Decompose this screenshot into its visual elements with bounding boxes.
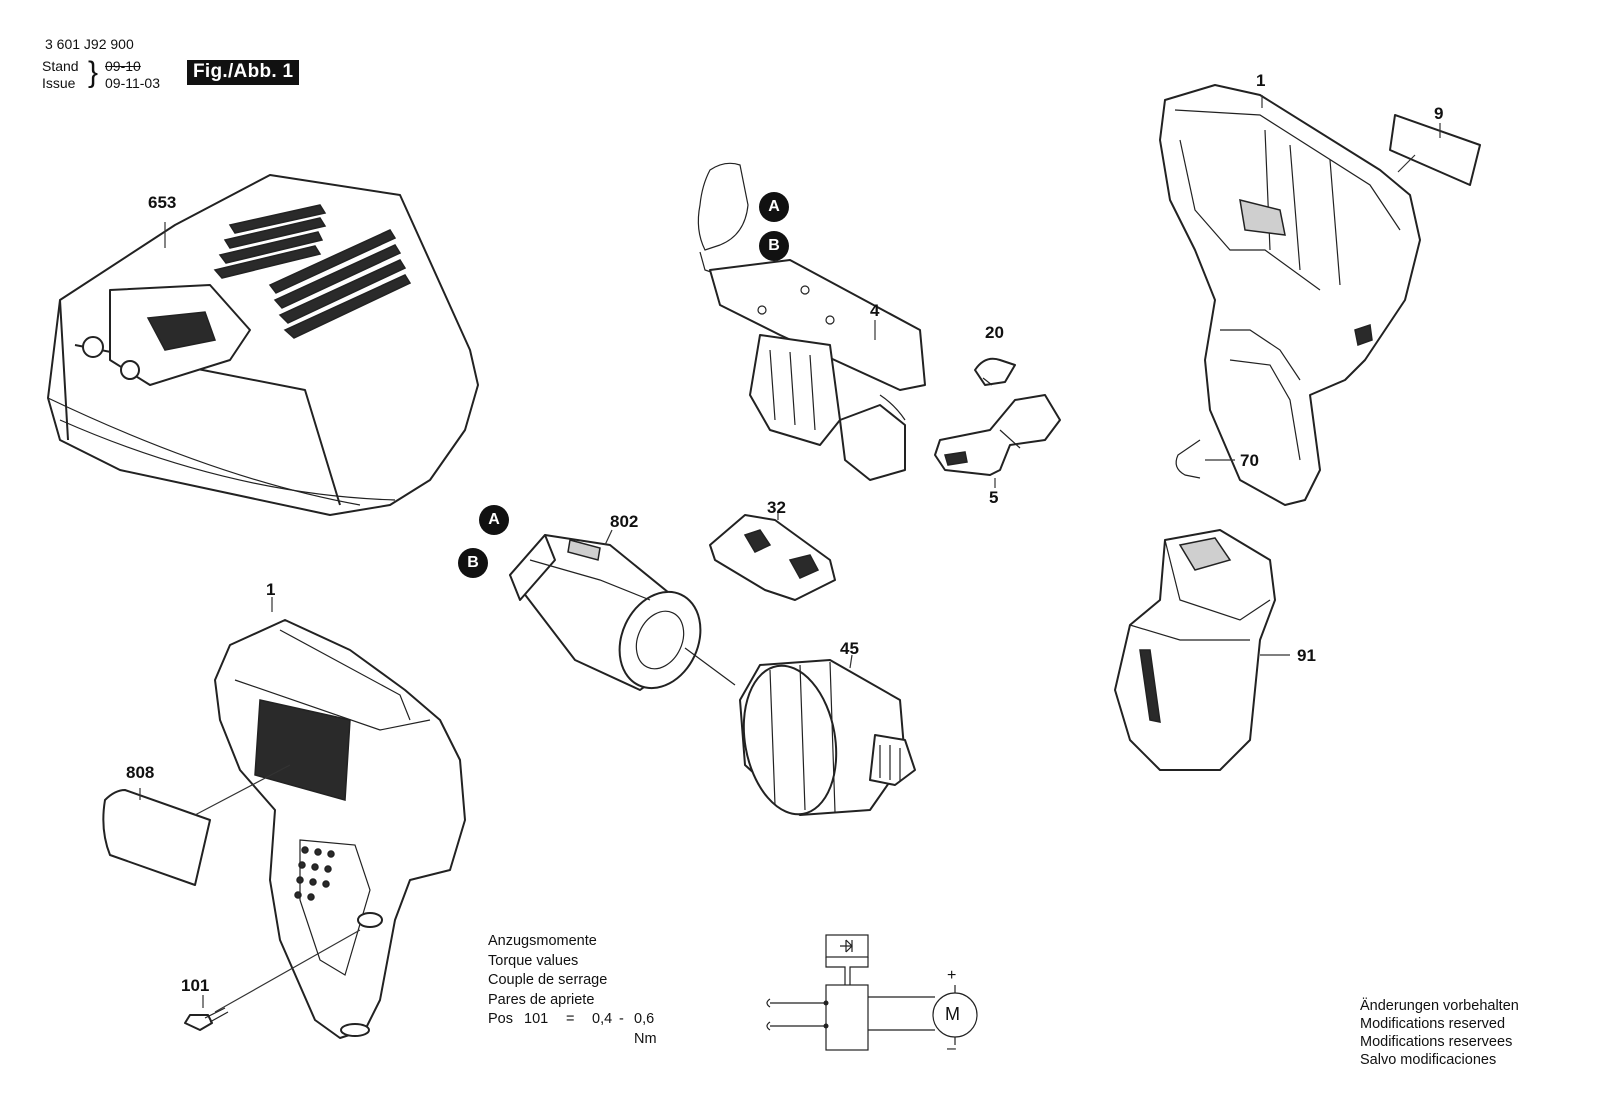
callout-653: 653 [148,193,177,212]
part-number: 3 601 J92 900 [45,36,134,52]
part-32-drawing [709,512,836,601]
torque-equals: = [566,1011,575,1027]
callout-32: 32 [767,498,786,517]
torque-min-value: 0,4 [592,1011,613,1027]
issue-value: 09-11-03 [105,75,161,91]
callout-91: 91 [1297,646,1316,665]
torque-line-en: Torque values [488,952,579,969]
callout-9: 9 [1434,104,1444,123]
modifications-notice: Änderungen vorbehalten Modifications res… [1360,997,1519,1069]
circuit-minus: – [947,1040,956,1057]
housing-half-drawing [1159,84,1421,506]
callout-4: 4 [870,301,880,320]
callout-45: 45 [840,639,859,658]
motor-drawing [509,529,736,691]
circuit-plus: + [947,967,957,984]
callout-808: 808 [126,763,155,782]
label-808-drawing [102,764,291,886]
charger-drawing [47,174,479,516]
stand-value: 09-10 [105,58,141,74]
torque-spec-row: Pos 101 = 0,4 - 0,6 Nm [488,1010,657,1047]
notice-de: Änderungen vorbehalten [1360,998,1519,1014]
torque-line-de: Anzugsmomente [488,933,597,949]
torque-line-fr: Couple de serrage [488,972,608,988]
switch-drawing [697,162,926,481]
housing-assembled-drawing [214,597,466,1039]
part-20-drawing [974,357,1016,386]
callout-101: 101 [181,976,210,995]
callout-20: 20 [985,323,1004,342]
callout-70: 70 [1240,451,1259,470]
callout-1-top: 1 [1256,71,1266,90]
screw-101-drawing [184,929,361,1031]
clip-70-drawing [1175,439,1235,479]
part-5-drawing [934,394,1061,488]
issue-label: Issue [42,75,76,91]
notice-fr: Modifications reservees [1360,1034,1513,1050]
connector-b-top: B [759,231,789,261]
connector-b-motor: B [458,548,488,578]
figure-label: Fig./Abb. 1 [187,60,300,85]
notice-en: Modifications reserved [1360,1016,1506,1032]
callout-5: 5 [989,488,999,507]
label-9-drawing [1389,114,1481,186]
battery-drawing [1114,529,1290,771]
circuit-diagram [766,934,978,1051]
circuit-motor-label: M [945,1004,960,1024]
connector-a-motor: A [479,505,509,535]
brace-glyph: } [88,56,99,89]
notice-es: Salvo modificaciones [1360,1052,1497,1068]
torque-line-es: Pares de apriete [488,991,595,1008]
torque-block: Anzugsmomente Torque values Couple de se… [488,932,657,1047]
stand-label: Stand [42,58,79,74]
torque-max-value: 0,6 Nm [634,1011,657,1047]
torque-pos-label: Pos [488,1011,513,1027]
connector-a-top: A [759,192,789,222]
torque-pos-num: 101 [524,1011,549,1027]
gearbox-drawing [739,654,916,816]
callout-802: 802 [610,512,639,531]
callout-1-bottom: 1 [266,580,276,599]
torque-dash: - [619,1011,624,1027]
